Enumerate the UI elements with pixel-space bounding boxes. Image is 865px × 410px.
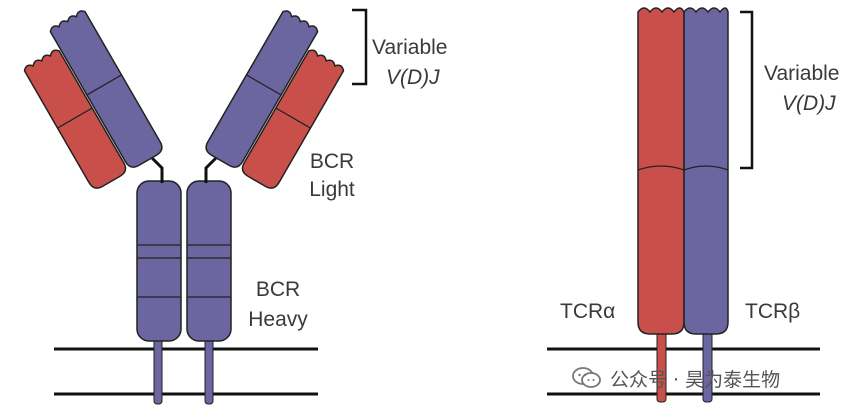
watermark: 公众号 · 昊为泰生物 — [572, 364, 780, 392]
bcr-heavy-stalk-right — [186, 180, 232, 342]
bcr-variable-bracket — [352, 8, 368, 86]
tcr-alpha-chain — [637, 7, 685, 335]
bcr-heavy-stalk-left — [136, 180, 182, 342]
bcr-membrane — [54, 347, 318, 396]
tcr-variable-bracket — [740, 10, 754, 170]
bcr-light-label: BCR Light — [300, 150, 364, 202]
bcr-heavy-label-line2: Heavy — [248, 308, 308, 331]
bcr-light-chain-right — [241, 49, 345, 189]
tcr-variable-label: Variable — [764, 62, 840, 85]
bcr-heavy-tail-left — [153, 337, 163, 405]
bcr-vdj-label: V(D)J — [386, 66, 440, 89]
bcr-left-arm — [23, 10, 163, 189]
bcr-hinge-left — [150, 156, 164, 183]
bcr-heavy-label-line1: BCR — [255, 278, 301, 301]
tcr-beta-label: TCRβ — [745, 300, 801, 323]
tcr-beta-chain — [683, 7, 729, 335]
watermark-text: 公众号 · 昊为泰生物 — [610, 368, 781, 391]
tcr-vdj-label: V(D)J — [782, 92, 836, 115]
bcr-right-arm — [205, 10, 345, 189]
tcr-membrane — [547, 347, 820, 396]
bcr-light-label-line1: BCR — [309, 150, 355, 173]
wechat-icon — [572, 367, 601, 388]
bcr-light-label-line2: Light — [309, 178, 355, 201]
bcr-heavy-label: BCR Heavy — [238, 278, 318, 332]
bcr-hinge-right — [204, 156, 218, 183]
bcr-variable-label: Variable — [372, 36, 448, 59]
tcr-alpha-label: TCRα — [560, 300, 616, 323]
bcr-heavy-arm-right — [205, 10, 319, 168]
bcr-heavy-arm-left — [49, 10, 163, 168]
bcr-light-chain-left — [23, 49, 127, 189]
bcr-heavy-tail-right — [204, 337, 214, 405]
